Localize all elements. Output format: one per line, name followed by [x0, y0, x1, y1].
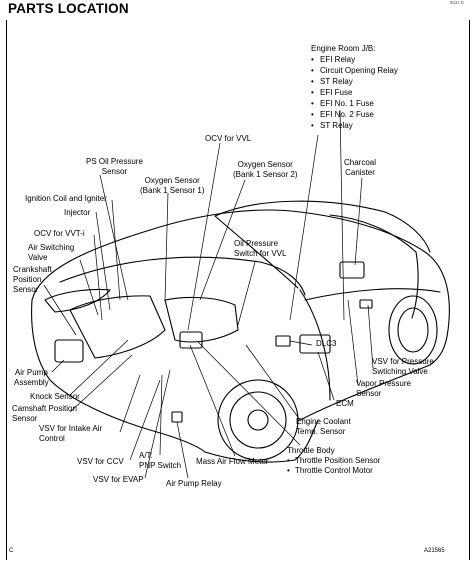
label-ocv-for-vvl: OCV for VVL: [205, 134, 252, 143]
document-reference: 3531 E: [449, 0, 464, 5]
label-at-pnp-switch: A/T:PNP Switch: [139, 451, 182, 470]
label-injector: Injector: [64, 208, 91, 217]
jb-item-st-relay: •ST Relay: [311, 77, 353, 86]
junction-box-title: Engine Room J/B:: [311, 44, 376, 53]
jb-item-efi-relay: •EFI Relay: [311, 55, 356, 64]
jb-item-label: EFI No. 1 Fuse: [320, 99, 374, 108]
jb-item-label: ST Relay: [320, 121, 353, 130]
charcoal-canister-box: [339, 261, 365, 279]
label-dlc3: DLC3: [316, 339, 337, 348]
rear-wheel-outer: [388, 295, 438, 365]
jb-item-efi-no2-fuse: •EFI No. 2 Fuse: [311, 110, 374, 119]
jb-item-label: EFI No. 2 Fuse: [320, 110, 374, 119]
throttle-body-box: [179, 331, 203, 349]
engine-block: [69, 295, 166, 359]
label-oxygen-sensor-bank1-sensor1: Oxygen Sensor(Bank 1 Sensor 1): [140, 176, 205, 195]
car-rear-window: [329, 214, 419, 319]
page-title: PARTS LOCATION: [8, 1, 129, 16]
label-throttle-body: Throttle Body •Throttle Position Sensor …: [287, 446, 381, 475]
vsv-ps-box: [359, 299, 373, 309]
car-body-outline: [31, 209, 450, 366]
car-hood-edge: [59, 256, 306, 296]
front-wheel-outer: [217, 379, 299, 461]
label-oxygen-sensor-bank1-sensor2: Oxygen Sensor(Bank 1 Sensor 2): [233, 160, 298, 179]
frame-left-rule: [6, 20, 7, 560]
dlc3-box: [275, 335, 291, 347]
label-knock-sensor: Knock Sensor: [30, 392, 80, 401]
car-windshield: [214, 215, 299, 289]
label-ignition-coil-and-igniter: Ignition Coil and Igniter: [25, 194, 107, 203]
label-mass-air-flow-meter: Mass Air Flow Meter: [196, 457, 269, 466]
jb-item-efi-no1-fuse: •EFI No. 1 Fuse: [311, 99, 374, 108]
ecm-box: [299, 334, 331, 354]
engine-intake: [164, 296, 239, 343]
jb-item-st-relay-2: •ST Relay: [311, 121, 353, 130]
footer-left-code: C: [9, 548, 14, 554]
label-air-pump-relay: Air Pump Relay: [166, 479, 222, 488]
car-side-sill: [299, 364, 431, 421]
footer-figure-id: A21565: [424, 548, 445, 554]
car-side-crease: [304, 288, 441, 301]
label-vsv-for-evap: VSV for EVAP: [93, 475, 144, 484]
jb-item-efi-fuse: •EFI Fuse: [311, 88, 353, 97]
jb-item-label: Circuit Opening Relay: [320, 66, 398, 75]
air-pump-box: [54, 339, 84, 363]
air-pump-relay-box: [171, 411, 183, 423]
car-roof: [214, 200, 431, 253]
jb-item-label: EFI Relay: [320, 55, 356, 64]
jb-item-circuit-opening-relay: •Circuit Opening Relay: [311, 66, 398, 75]
label-ecm: ECM: [336, 399, 354, 408]
car-lower-body: [204, 419, 319, 463]
jb-item-label: ST Relay: [320, 77, 353, 86]
front-wheel-hub: [247, 409, 269, 431]
rear-wheel-inner: [397, 307, 429, 353]
car-front-bumper: [31, 299, 206, 453]
front-wheel-inner: [229, 391, 287, 449]
jb-item-label: EFI Fuse: [320, 88, 353, 97]
label-ocv-for-vvt-i: OCV for VVT-i: [34, 229, 85, 238]
frame-right-rule: [469, 20, 470, 560]
label-vsv-for-ccv: VSV for CCV: [77, 457, 124, 466]
